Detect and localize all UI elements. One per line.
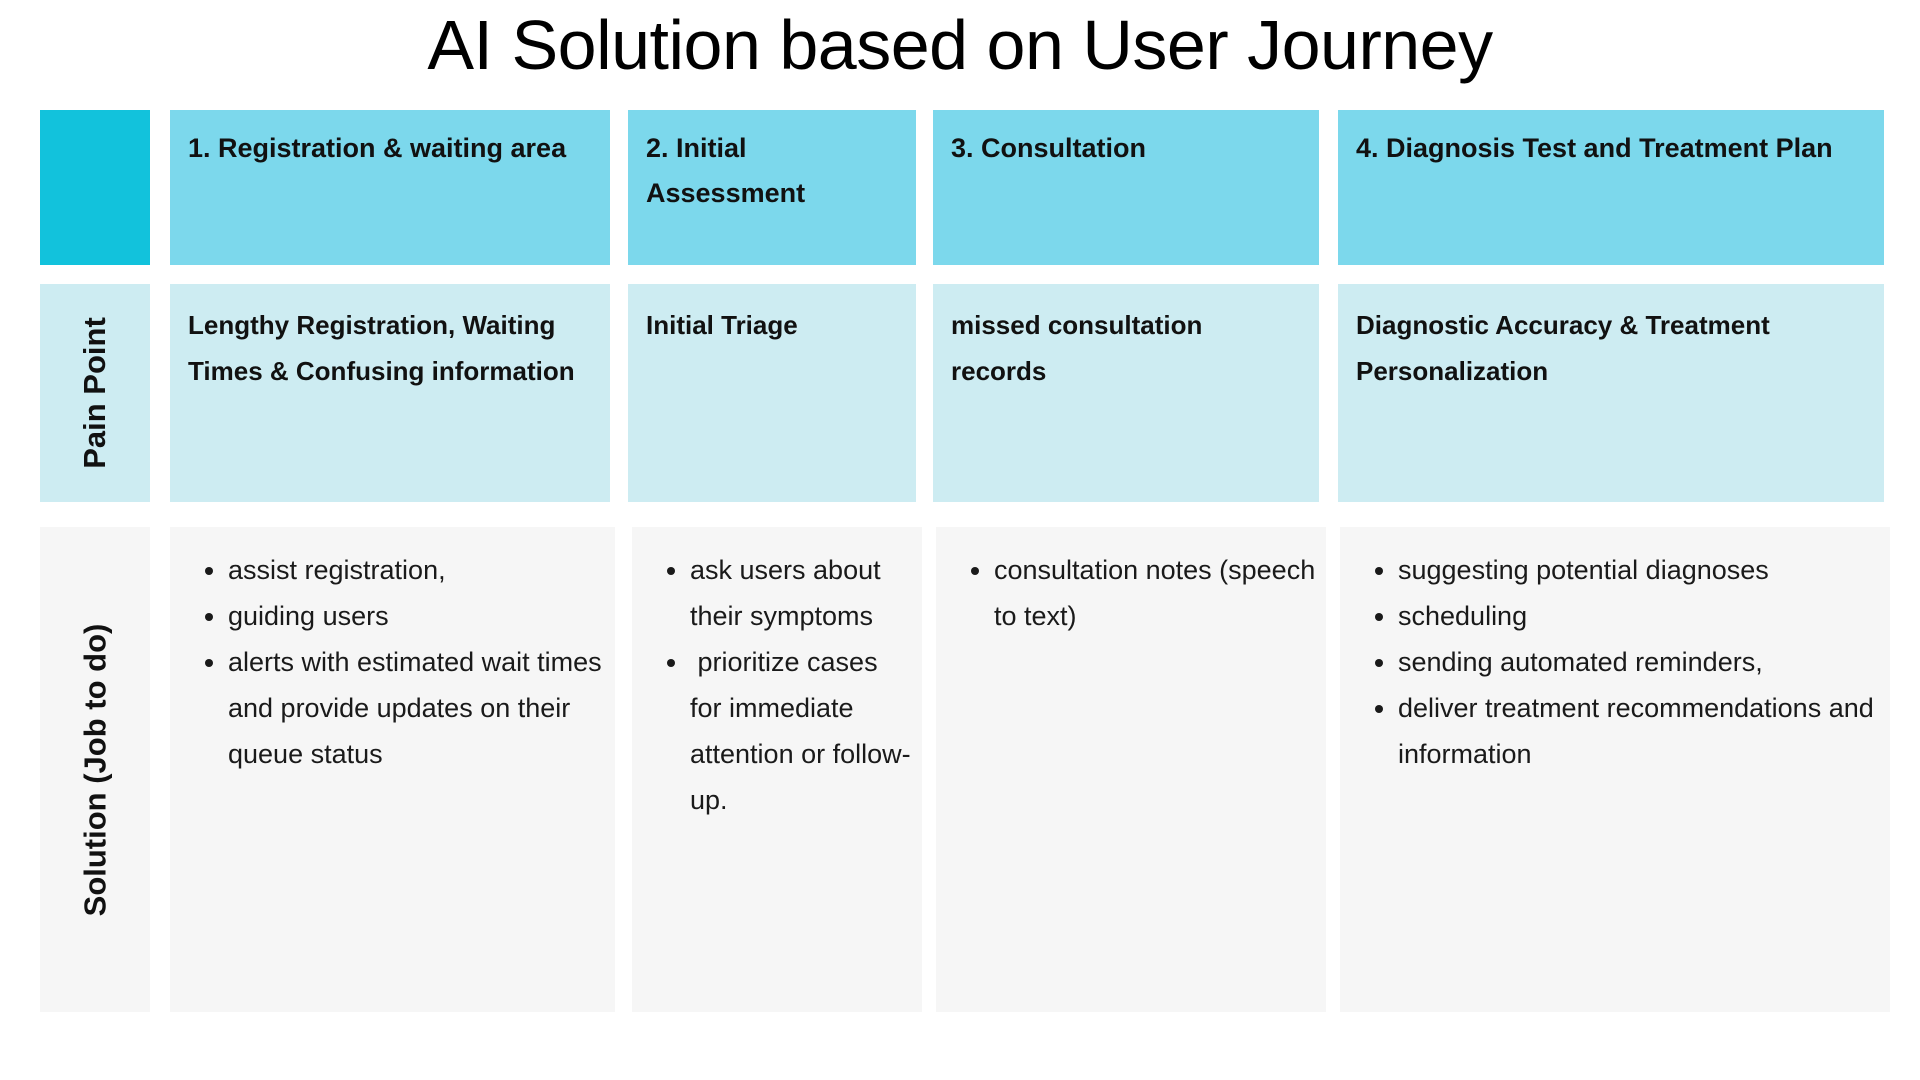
row-label-pain-point-inner: Pain Point (40, 284, 150, 502)
solution-bullet-item: alerts with estimated wait times and pro… (228, 639, 605, 777)
pain-point-cell-3-text: missed consultation records (951, 310, 1203, 386)
stage-header-4-label: 4. Diagnosis Test and Treatment Plan (1356, 133, 1833, 163)
page-title: AI Solution based on User Journey (427, 6, 1493, 84)
pain-point-cell-2-text: Initial Triage (646, 310, 798, 340)
row-label-solution-inner: Solution (Job to do) (40, 527, 150, 1012)
pain-point-cell-4-text: Diagnostic Accuracy & Treatment Personal… (1356, 310, 1770, 386)
stage-header-1[interactable]: 1. Registration & waiting area (170, 110, 610, 265)
pain-point-cell-2[interactable]: Initial Triage (628, 284, 916, 502)
solution-bullet-item: scheduling (1398, 593, 1880, 639)
solution-bullet-list-2: ask users about their symptoms prioritiz… (650, 547, 912, 823)
stage-header-3[interactable]: 3. Consultation (933, 110, 1319, 265)
stage-header-2[interactable]: 2. Initial Assessment (628, 110, 916, 265)
row-label-pain-point: Pain Point (40, 284, 150, 502)
pain-point-cell-3[interactable]: missed consultation records (933, 284, 1319, 502)
solution-bullet-item: suggesting potential diagnoses (1398, 547, 1880, 593)
row-label-solution: Solution (Job to do) (40, 527, 150, 1012)
pain-point-cell-1-text: Lengthy Registration, Waiting Times & Co… (188, 310, 575, 386)
solution-cell-3[interactable]: consultation notes (speech to text) (936, 527, 1326, 1012)
solution-bullet-item: deliver treatment recommendations and in… (1398, 685, 1880, 777)
solution-bullet-item: prioritize cases for immediate attention… (690, 639, 912, 823)
solution-bullet-item: consultation notes (speech to text) (994, 547, 1316, 639)
stage-header-4[interactable]: 4. Diagnosis Test and Treatment Plan (1338, 110, 1884, 265)
solution-cell-1[interactable]: assist registration,guiding usersalerts … (170, 527, 615, 1012)
solution-bullet-item: assist registration, (228, 547, 605, 593)
solution-bullet-item: guiding users (228, 593, 605, 639)
pain-point-cell-4[interactable]: Diagnostic Accuracy & Treatment Personal… (1338, 284, 1884, 502)
solution-bullet-list-1: assist registration,guiding usersalerts … (188, 547, 605, 777)
solution-cell-4[interactable]: suggesting potential diagnosesscheduling… (1340, 527, 1890, 1012)
row-label-solution-text: Solution (Job to do) (77, 623, 113, 916)
stage-header-2-label: 2. Initial Assessment (646, 133, 806, 208)
solution-bullet-list-3: consultation notes (speech to text) (954, 547, 1316, 639)
row-label-pain-point-text: Pain Point (77, 317, 113, 469)
stage-header-3-label: 3. Consultation (951, 133, 1146, 163)
solution-bullet-item: sending automated reminders, (1398, 639, 1880, 685)
stage-header-1-label: 1. Registration & waiting area (188, 133, 567, 163)
pain-point-cell-1[interactable]: Lengthy Registration, Waiting Times & Co… (170, 284, 610, 502)
solution-bullet-item: ask users about their symptoms (690, 547, 912, 639)
matrix-corner-swatch (40, 110, 150, 265)
solution-bullet-list-4: suggesting potential diagnosesscheduling… (1358, 547, 1880, 777)
solution-cell-2[interactable]: ask users about their symptoms prioritiz… (632, 527, 922, 1012)
